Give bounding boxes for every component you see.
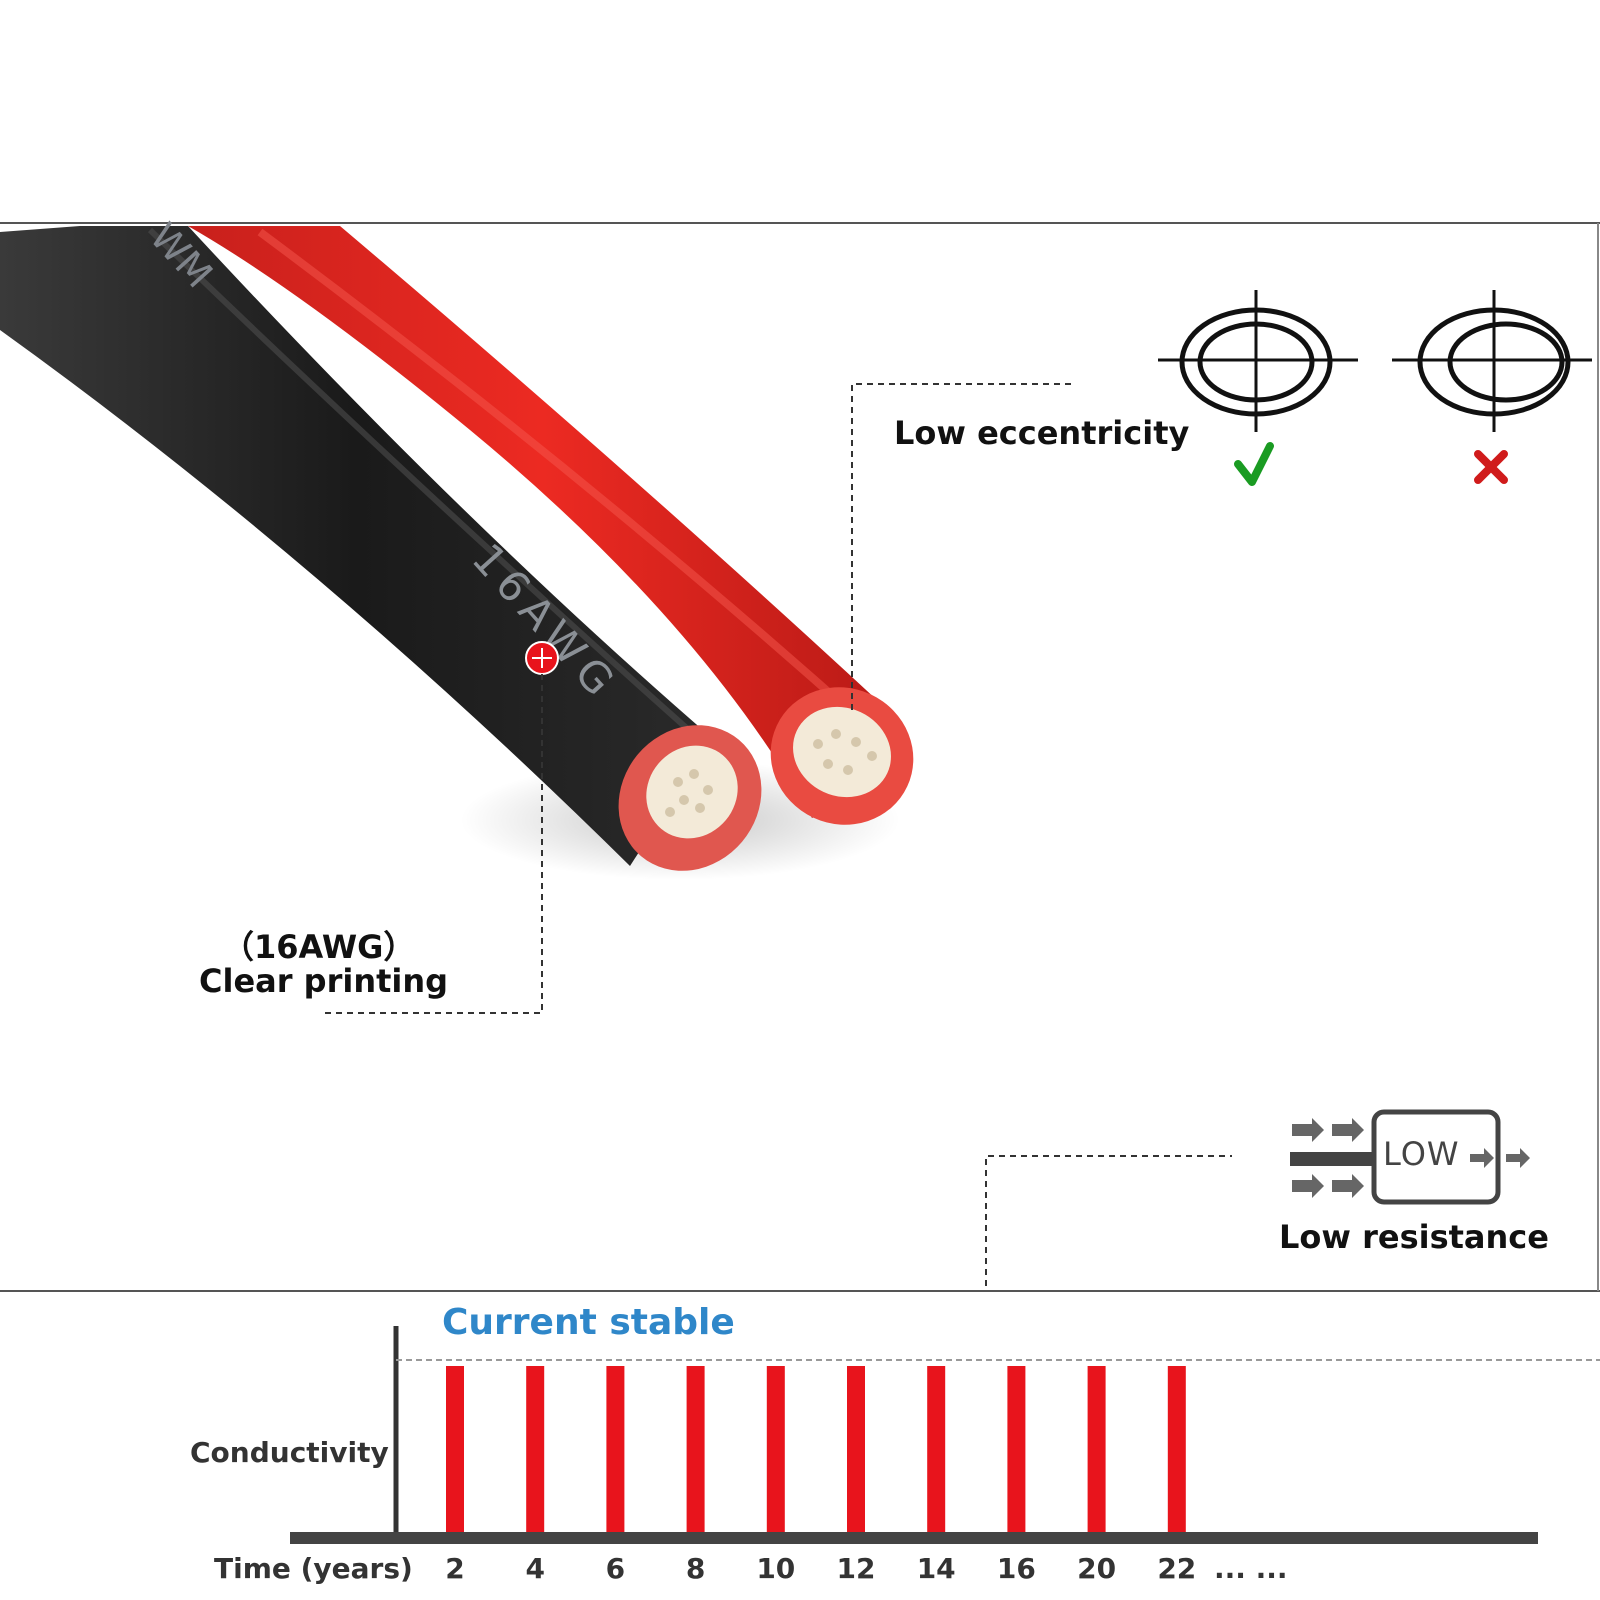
black-cable: 16AWG WM xyxy=(0,215,762,871)
bar-8 xyxy=(686,1366,705,1532)
bar-12 xyxy=(847,1366,865,1532)
bar-2 xyxy=(446,1366,464,1532)
x-tick-14: 14 xyxy=(916,1552,956,1585)
eccentric-ring-icon xyxy=(1392,290,1592,432)
check-icon xyxy=(1234,442,1274,486)
awg-label: （16AWG） xyxy=(222,928,416,966)
x-tick-16: 16 xyxy=(996,1552,1036,1585)
bar-22 xyxy=(1167,1366,1186,1532)
x-tick-4: 4 xyxy=(525,1552,545,1585)
low-eccentricity-label: Low eccentricity xyxy=(894,414,1190,452)
x-tick-10: 10 xyxy=(756,1552,796,1585)
low-resistance-label: Low resistance xyxy=(1279,1218,1549,1256)
x-tick-12: 12 xyxy=(836,1552,876,1585)
x-tick-2: 2 xyxy=(445,1552,465,1585)
y-axis-label: Conductivity xyxy=(190,1436,389,1469)
conductivity-chart xyxy=(290,1326,1600,1544)
x-tick-8: 8 xyxy=(685,1552,706,1585)
x-axis xyxy=(290,1532,1538,1544)
leader-lines xyxy=(322,383,1232,1286)
clear-printing-label: Clear printing xyxy=(199,962,449,1000)
chart-title: Current stable xyxy=(442,1302,735,1343)
bar-6 xyxy=(606,1366,625,1532)
bar-14 xyxy=(927,1366,946,1532)
bar-16 xyxy=(1007,1366,1026,1532)
bar-20 xyxy=(1087,1366,1106,1532)
x-tick-6: 6 xyxy=(605,1552,626,1585)
print-marker xyxy=(525,641,559,675)
x-axis-continuation: ... ... xyxy=(1214,1552,1288,1585)
concentric-ring-icon xyxy=(1158,290,1358,432)
red-cable xyxy=(188,226,914,825)
cross-icon xyxy=(1474,450,1508,484)
low-resistance-icon xyxy=(1290,1109,1530,1205)
x-tick-22: 22 xyxy=(1157,1552,1197,1585)
bar-10 xyxy=(766,1366,785,1532)
low-icon-text: LOW xyxy=(1383,1135,1460,1173)
x-tick-20: 20 xyxy=(1077,1552,1117,1585)
red-cable-strands xyxy=(793,706,891,798)
bar-4 xyxy=(526,1366,545,1532)
x-axis-label: Time (years) xyxy=(214,1552,413,1585)
